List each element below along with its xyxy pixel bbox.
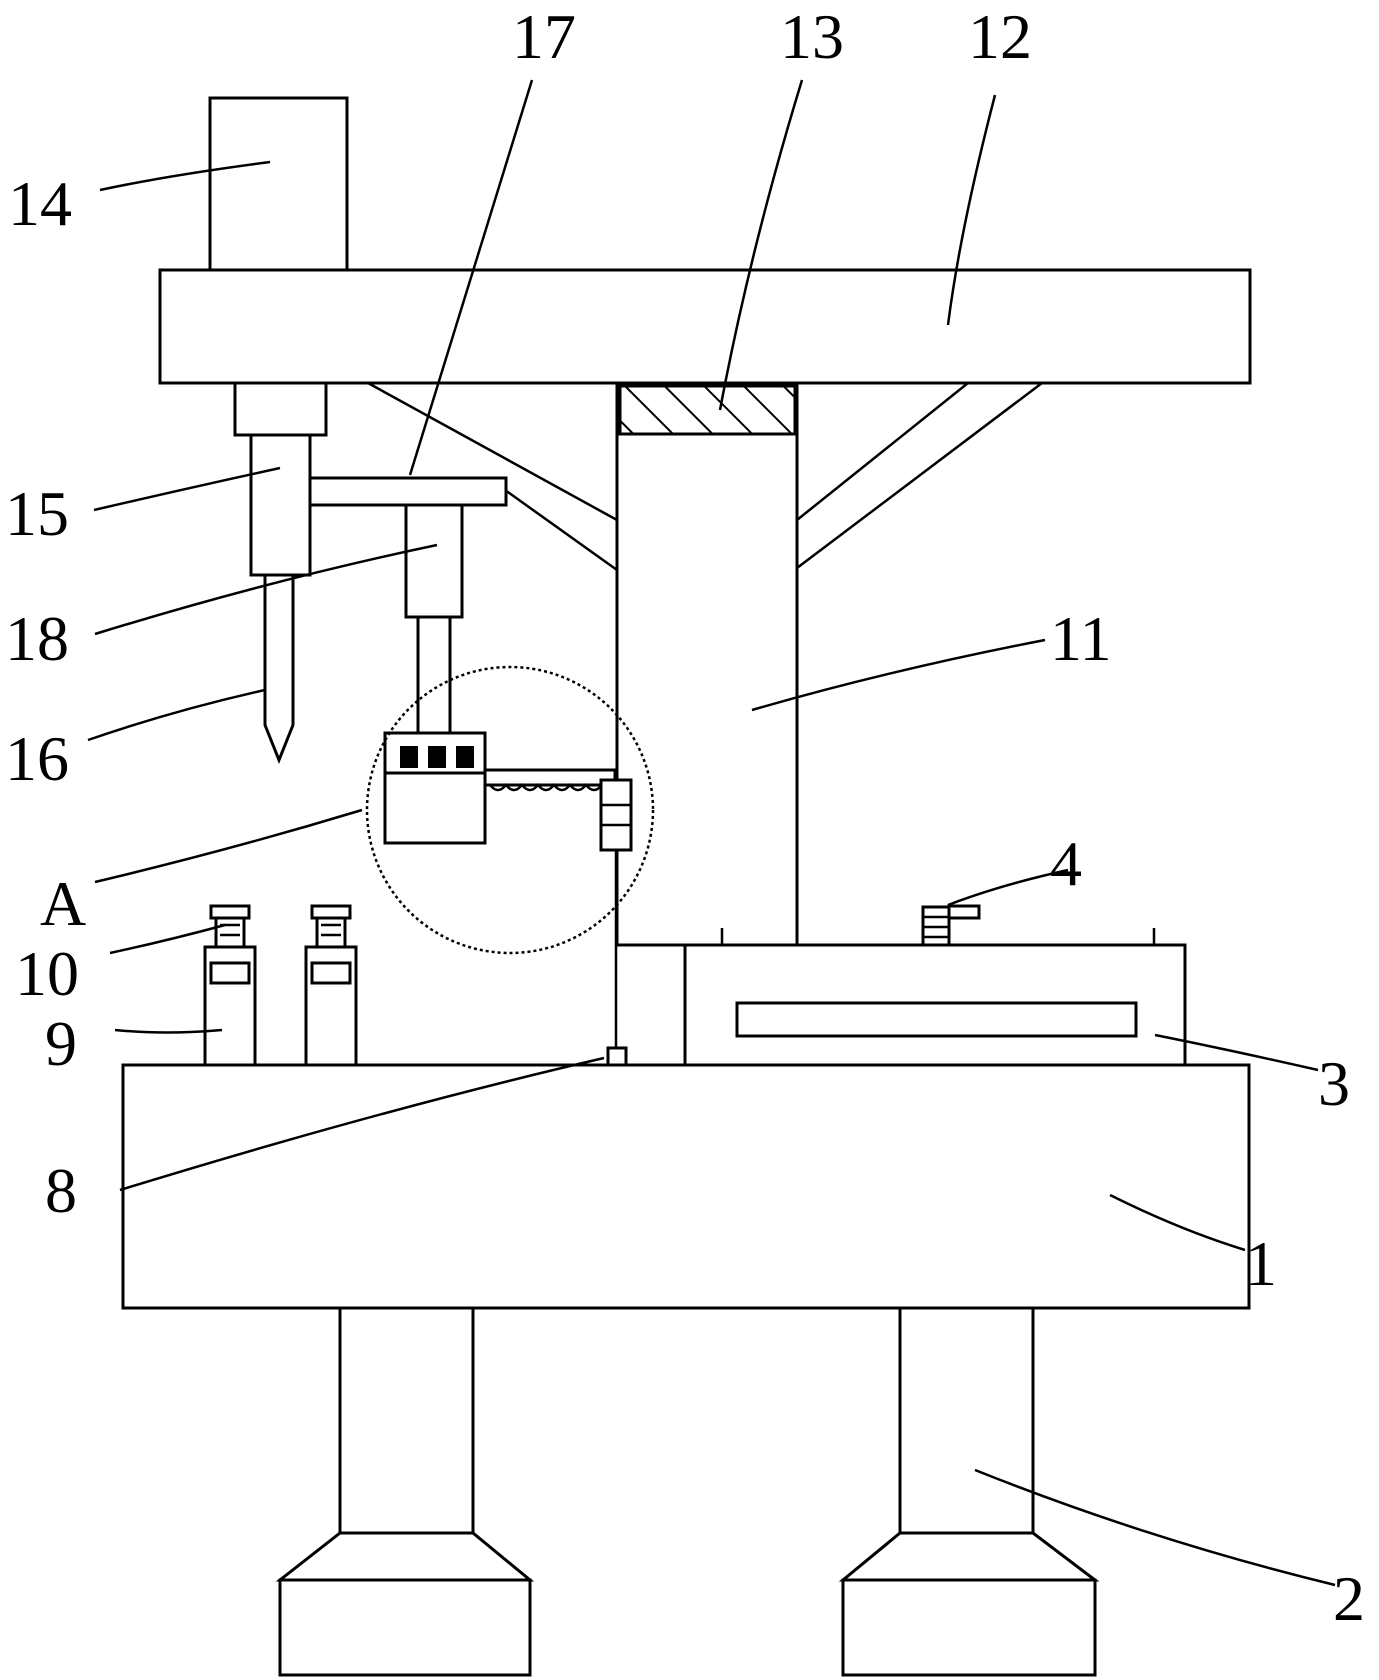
leg-left bbox=[275, 1306, 535, 1677]
holder-left bbox=[203, 904, 257, 1067]
label-9: 9 bbox=[45, 1008, 77, 1079]
label-14: 14 bbox=[8, 168, 72, 239]
top-beam bbox=[158, 268, 1252, 385]
label-15: 15 bbox=[5, 478, 69, 549]
label-8: 8 bbox=[45, 1155, 77, 1226]
label-3: 3 bbox=[1318, 1048, 1350, 1119]
detail-a-mechanism bbox=[383, 731, 633, 852]
table bbox=[683, 928, 1187, 1067]
drill-assembly bbox=[233, 381, 328, 765]
label-17: 17 bbox=[512, 1, 576, 72]
knob bbox=[921, 904, 981, 947]
label-a: A bbox=[40, 868, 86, 939]
base-body bbox=[121, 1063, 1251, 1310]
column bbox=[615, 383, 799, 947]
label-10: 10 bbox=[15, 938, 79, 1009]
label-11: 11 bbox=[1050, 603, 1112, 674]
label-16: 16 bbox=[5, 723, 69, 794]
holder-right bbox=[304, 904, 358, 1067]
cylinder-rod bbox=[416, 615, 452, 739]
brace-right bbox=[796, 382, 1043, 569]
label-4: 4 bbox=[1050, 828, 1082, 899]
label-13: 13 bbox=[780, 1, 844, 72]
cylinder bbox=[404, 503, 464, 619]
leader-lines bbox=[87, 79, 1336, 1587]
leg-right bbox=[838, 1306, 1100, 1677]
detail-a-circle bbox=[365, 665, 655, 955]
label-2: 2 bbox=[1333, 1563, 1365, 1634]
brace-left bbox=[367, 381, 618, 572]
hatched-block bbox=[618, 384, 797, 436]
sensor bbox=[606, 1046, 628, 1067]
part-labels: 1 2 3 4 8 9 10 11 12 13 14 15 16 17 18 A bbox=[5, 1, 1365, 1634]
label-1: 1 bbox=[1245, 1228, 1277, 1299]
arm bbox=[308, 476, 508, 507]
label-18: 18 bbox=[5, 603, 69, 674]
label-12: 12 bbox=[968, 1, 1032, 72]
motor-box bbox=[208, 96, 349, 272]
